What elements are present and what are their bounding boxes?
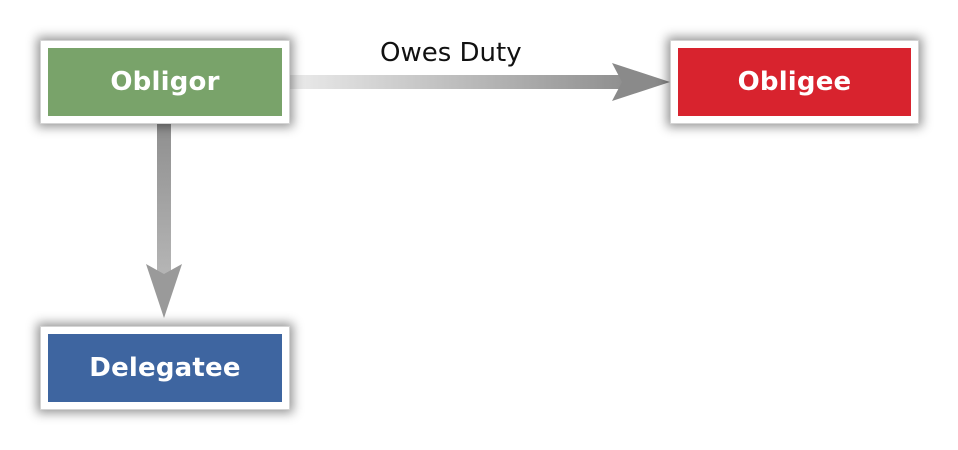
owes-duty-label: Owes Duty	[380, 38, 522, 68]
obligor-node: Obligor	[40, 40, 290, 124]
obligee-label: Obligee	[678, 48, 911, 116]
delegation-arrowhead	[146, 264, 182, 318]
obligor-label: Obligor	[48, 48, 282, 116]
delegatee-label: Delegatee	[48, 334, 282, 402]
delegation-arrow-shaft	[157, 124, 171, 274]
owes-duty-arrow	[290, 63, 670, 101]
owes-duty-arrow-shaft	[290, 75, 625, 89]
owes-duty-arrowhead	[612, 63, 670, 101]
obligee-node: Obligee	[670, 40, 919, 124]
delegation-arrow	[146, 124, 182, 318]
delegatee-node: Delegatee	[40, 326, 290, 410]
